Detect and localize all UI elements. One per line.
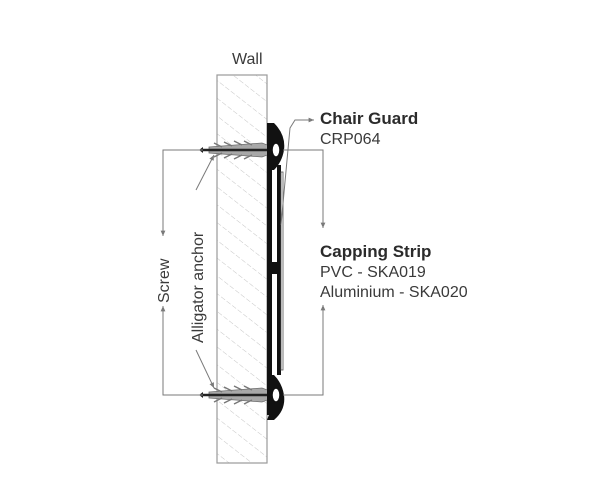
capping-strip-leader [283,149,326,396]
anchor-leader [195,154,215,389]
capping-strip-title: Capping Strip [320,242,431,261]
wall [216,74,268,464]
chair-guard-profile [267,123,285,420]
capping-strip-pvc: PVC - SKA019 [320,264,426,281]
chair-guard-code: CRP064 [320,131,381,148]
wall-label: Wall [232,51,263,68]
alligator-anchor-label: Alligator anchor [190,231,207,343]
screw-label: Screw [156,258,173,303]
screw-leader [160,149,203,396]
capping-strip-aluminium: Aluminium - SKA020 [320,284,468,301]
chair-guard-leader [280,117,314,226]
chair-guard-title: Chair Guard [320,109,418,128]
capping-strip [280,171,284,371]
